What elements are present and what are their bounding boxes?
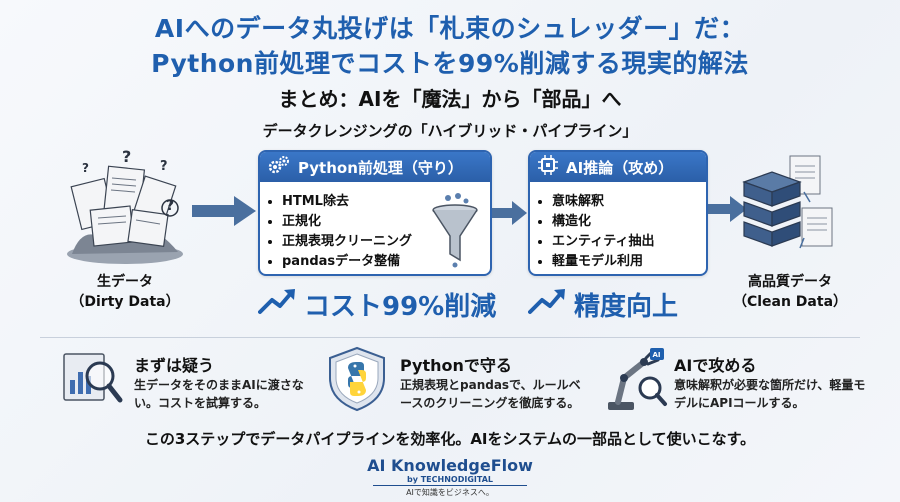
- ai-box-header: AI推論（攻め）: [530, 152, 706, 182]
- summary-text: この3ステップでデータパイプラインを効率化。AIをシステムの一部品として使いこな…: [144, 430, 756, 448]
- python-shield-icon: [326, 346, 388, 416]
- trend-up-icon: [258, 286, 298, 323]
- step2-text: 正規表現とpandasで、ルールベースのクリーニングを徹底する。: [400, 378, 581, 410]
- title-line-1: AIへのデータ丸投げは「札束のシュレッダー」だ：: [154, 14, 746, 43]
- accuracy-effect: 精度向上: [528, 286, 678, 323]
- arrow-ai-to-clean: [708, 194, 748, 228]
- arrow-python-to-ai: [492, 200, 528, 230]
- database-icon: [738, 152, 838, 262]
- dirty-data-sublabel: （Dirty Data）: [70, 294, 180, 310]
- arrow-dirty-to-python: [192, 194, 258, 232]
- ai-item: 意味解釈: [552, 192, 706, 212]
- ai-inference-box: AI推論（攻め） 意味解釈 構造化 エンティティ抽出 軽量モデル利用: [528, 150, 708, 276]
- python-box-header: Python前処理（守り）: [260, 152, 490, 182]
- title-line-2: Python前処理でコストを99%削減する現実的解法: [151, 49, 749, 78]
- svg-text:?: ?: [160, 159, 168, 174]
- ai-box-title: AI推論（攻め）: [566, 158, 674, 177]
- magnifier-chart-icon: [62, 350, 124, 410]
- subtitle: まとめ：AIを「魔法」から「部品」へ: [278, 87, 622, 111]
- messy-documents-icon: ? ? ? ?: [62, 146, 188, 266]
- python-preprocess-box: Python前処理（守り） HTML除去 正規化 正規表現クリーニング pand…: [258, 150, 492, 276]
- step2-title: Pythonで守る: [400, 356, 512, 375]
- clean-data-label: 高品質データ: [748, 274, 832, 290]
- svg-text:?: ?: [82, 161, 89, 175]
- python-item: 正規表現クリーニング: [282, 232, 490, 252]
- cost-effect-text: コスト99%削減: [304, 292, 497, 322]
- dirty-data-caption: 生データ （Dirty Data）: [55, 272, 195, 312]
- dirty-data-label: 生データ: [97, 274, 153, 290]
- chip-icon: [538, 155, 558, 179]
- robot-arm-icon: AI: [604, 346, 668, 416]
- section-divider: [40, 337, 860, 338]
- step1-title: まずは疑う: [134, 356, 215, 375]
- python-item: HTML除去: [282, 192, 490, 212]
- svg-text:?: ?: [166, 198, 174, 214]
- python-item: pandasデータ整備: [282, 252, 490, 272]
- clean-data-caption: 高品質データ （Clean Data）: [720, 272, 860, 312]
- brand-divider: [373, 485, 527, 486]
- ai-item: 軽量モデル利用: [552, 252, 706, 272]
- ai-items-list: 意味解釈 構造化 エンティティ抽出 軽量モデル利用: [530, 192, 706, 272]
- python-item: 正規化: [282, 212, 490, 232]
- svg-text:?: ?: [122, 147, 131, 166]
- python-box-title: Python前処理（守り）: [298, 158, 463, 177]
- svg-text:AI: AI: [653, 351, 661, 359]
- ai-item: 構造化: [552, 212, 706, 232]
- funnel-icon: [428, 192, 482, 272]
- step1-text: 生データをそのままAIに渡さない。コストを試算する。: [134, 378, 304, 410]
- brand-tagline: AIで知識をビジネスへ。: [406, 488, 494, 497]
- cost-effect: コスト99%削減: [258, 286, 496, 323]
- pipeline-label: データクレンジングの「ハイブリッド・パイプライン」: [262, 122, 638, 140]
- trend-up-icon: [528, 286, 568, 323]
- brand-by: by TECHNODIGITAL: [407, 475, 493, 484]
- python-items-list: HTML除去 正規化 正規表現クリーニング pandasデータ整備: [260, 192, 490, 272]
- clean-data-sublabel: （Clean Data）: [732, 294, 848, 310]
- step3-text: 意味解釈が必要な箇所だけ、軽量モデルにAPIコールする。: [674, 378, 866, 410]
- accuracy-effect-text: 精度向上: [574, 292, 679, 322]
- brand-name: AI KnowledgeFlow: [367, 456, 533, 475]
- ai-item: エンティティ抽出: [552, 232, 706, 252]
- step3-title: AIで攻める: [674, 356, 757, 375]
- gears-icon: [268, 155, 290, 179]
